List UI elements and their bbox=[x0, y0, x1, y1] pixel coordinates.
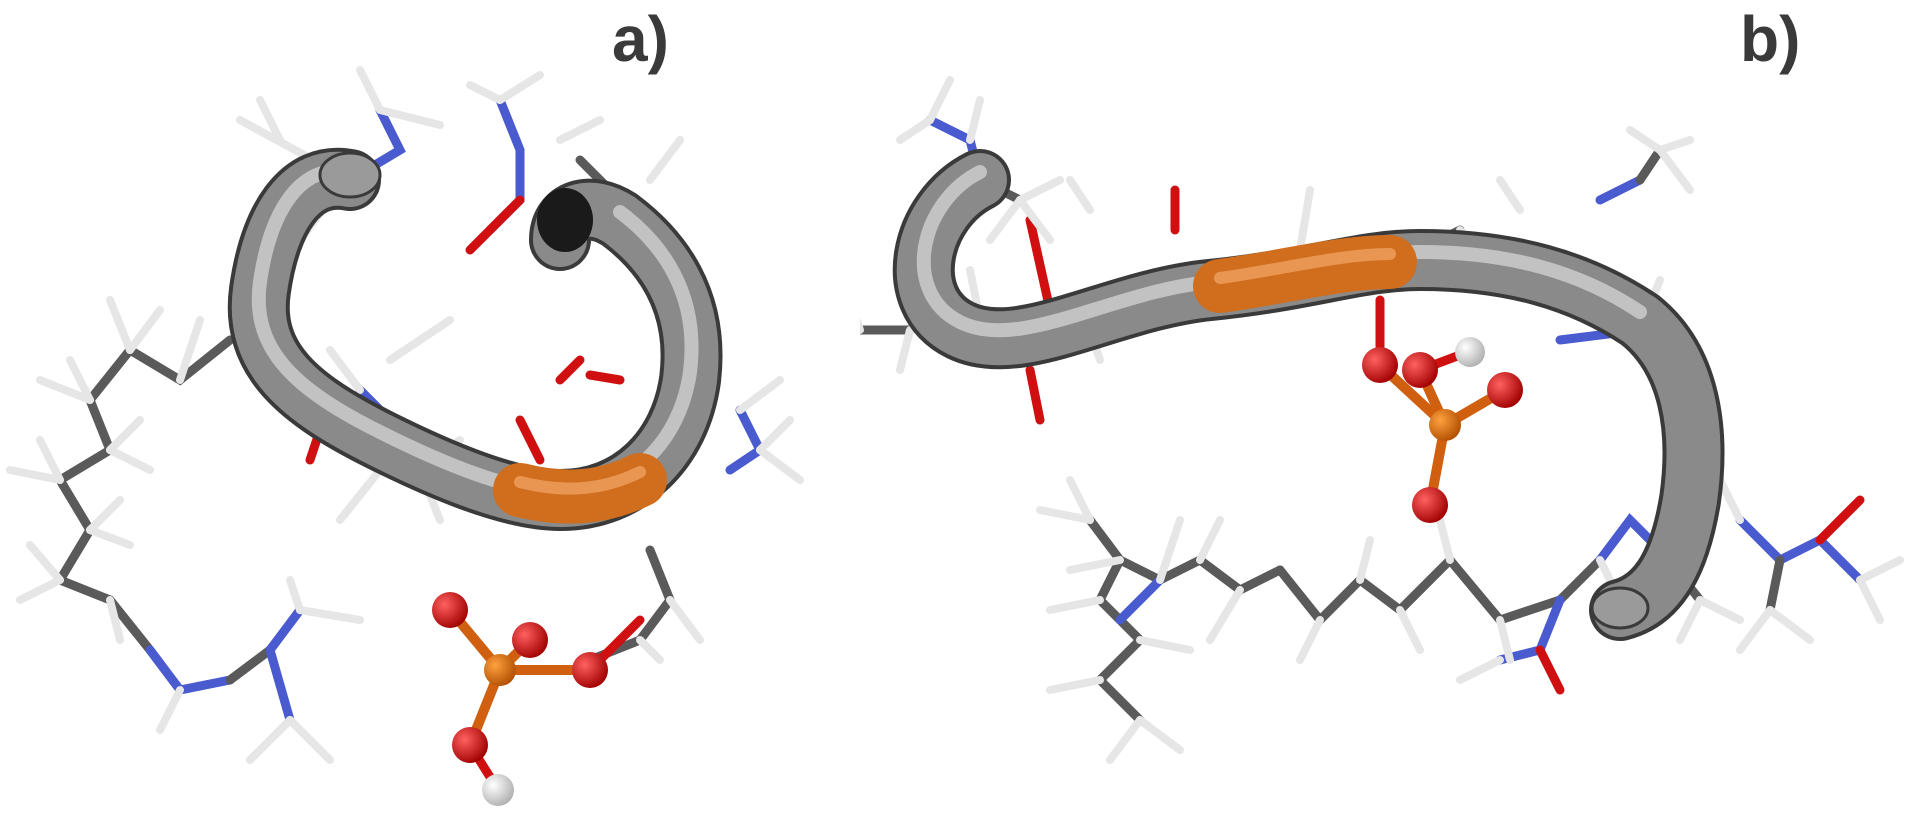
guanidinium-a bbox=[145, 576, 364, 764]
phosphate-b bbox=[1362, 295, 1523, 523]
panel-label-b: b) bbox=[1740, 3, 1801, 75]
phosphate-a bbox=[432, 592, 645, 806]
panel-b: b) bbox=[860, 0, 1920, 813]
backbone-tube-a bbox=[227, 147, 723, 532]
molecule-b bbox=[860, 76, 1904, 764]
backbone-tube-b bbox=[892, 149, 1725, 641]
panel-label-a: a) bbox=[612, 3, 669, 75]
panel-a: a) bbox=[6, 3, 804, 806]
molecule-a bbox=[6, 66, 804, 806]
side-chains-b bbox=[1036, 476, 1744, 764]
alkyl-chain-a bbox=[6, 296, 235, 655]
side-chains-b-right bbox=[1716, 476, 1904, 654]
